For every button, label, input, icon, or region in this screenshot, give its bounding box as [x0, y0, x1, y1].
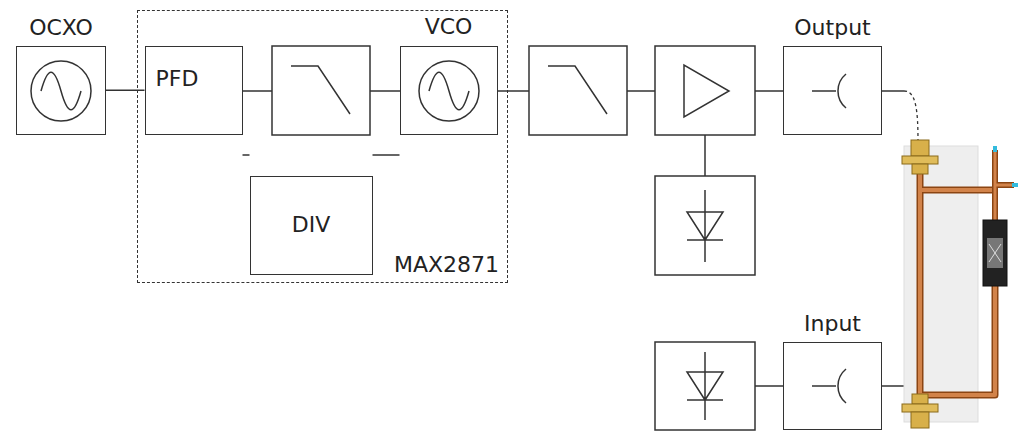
wire: [882, 90, 904, 92]
block-label: DIV: [292, 213, 330, 237]
block-box: OCXO: [16, 46, 106, 135]
signal-wire: [106, 90, 145, 92]
filter-box: [529, 46, 627, 135]
block-box: Input: [783, 342, 882, 430]
block-box: Output: [783, 46, 882, 135]
block-heading: Output: [794, 16, 870, 40]
amplifier-symbol: [684, 65, 729, 117]
coupler-symbol: [812, 74, 846, 108]
diode-symbol: [687, 352, 723, 420]
oscillator-symbol: [31, 61, 91, 121]
filter-box: [272, 46, 370, 135]
signal-wire: [373, 154, 400, 156]
cable: [904, 91, 918, 142]
diode-symbol: [687, 190, 723, 262]
oscillator-symbol: [419, 61, 479, 121]
sine-wave: [41, 72, 81, 110]
chip-outline: PFD VCO DIV MAX2871: [137, 10, 508, 283]
cavity-illustration: [902, 140, 1018, 428]
block-label: MAX2871: [394, 253, 499, 277]
block-heading: OCXO: [29, 16, 93, 40]
block-box: VCO: [400, 46, 498, 135]
signal-wire: [243, 154, 250, 156]
amplifier-box: [655, 46, 755, 135]
block-box: PFD: [145, 46, 243, 135]
detector-box: [655, 342, 755, 430]
block-heading: VCO: [425, 15, 473, 39]
sine-wave: [429, 72, 469, 110]
wire: [243, 91, 783, 386]
wire: [882, 385, 904, 387]
block-label: PFD: [156, 67, 199, 91]
lowpass-symbol: [291, 66, 350, 114]
block-box: DIV: [250, 176, 373, 275]
coupler-symbol: [812, 369, 846, 403]
detector-box: [655, 176, 755, 275]
lowpass-symbol: [548, 66, 607, 114]
block-heading: Input: [804, 312, 861, 336]
